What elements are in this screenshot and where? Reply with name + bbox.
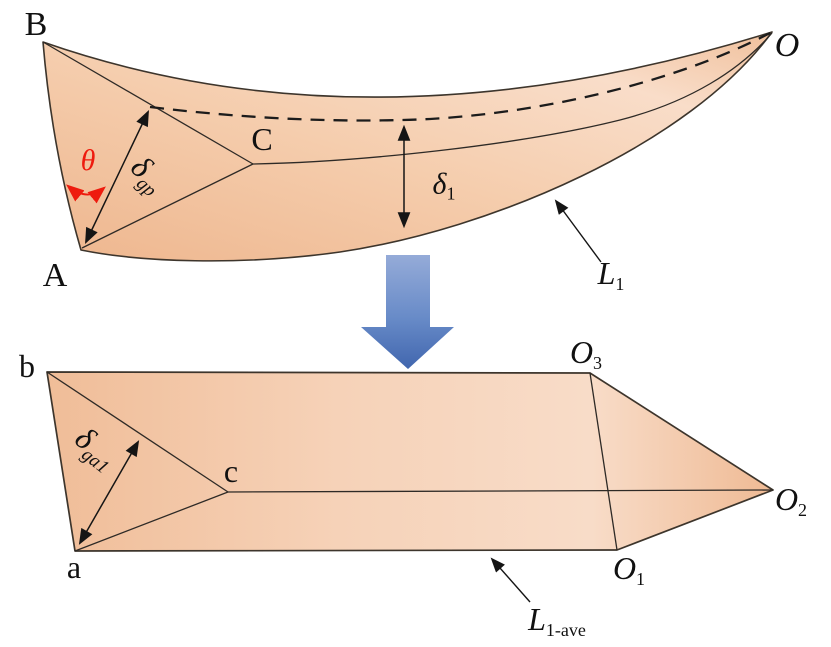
O2-base: O: [774, 481, 799, 517]
L1ave-base: L: [528, 601, 546, 637]
vertex-a-text: a: [66, 549, 82, 585]
vertex-label-A: A: [43, 259, 68, 293]
vertex-C-text: C: [251, 121, 273, 157]
L1-pointer-arrow: [554, 199, 602, 263]
vertex-B-text: B: [24, 6, 48, 43]
vertex-label-O2: O2: [775, 483, 807, 519]
vertex-label-B: B: [25, 8, 48, 42]
theta-symbol: θ: [80, 144, 96, 177]
camber-dashed-line: [149, 31, 771, 122]
delta-1-subscript: 1: [446, 183, 456, 204]
mid-line-c-to-O2: [227, 489, 774, 493]
vertex-label-c: c: [224, 455, 238, 487]
L1-label: L1: [598, 257, 625, 293]
O1-subscript: 1: [636, 569, 646, 589]
vertex-label-O3: O3: [570, 336, 602, 372]
vertex-label-O: O: [775, 29, 800, 63]
delta-gp-double-arrow: [85, 109, 149, 245]
top-blade-outline: [42, 31, 773, 262]
line-O3-to-O1: [589, 372, 618, 551]
L1ave-subscript: 1-ave: [545, 620, 586, 640]
delta-ga1-double-arrow: [78, 440, 140, 545]
edge-B-to-C-line: [42, 41, 254, 165]
theta-angle-label: θ: [81, 146, 96, 176]
vertex-label-O1: O1: [613, 552, 645, 588]
vertex-label-C: C: [251, 123, 272, 155]
down-transform-arrow: [361, 255, 454, 369]
L1-subscript: 1: [615, 274, 625, 294]
vertex-label-b: b: [19, 350, 35, 382]
theta-angle-arc: [66, 184, 106, 204]
vertex-A-text: A: [42, 257, 68, 294]
O2-subscript: 2: [798, 500, 808, 520]
O1-base: O: [612, 550, 637, 586]
vertex-b-text: b: [19, 348, 35, 384]
O3-subscript: 3: [593, 353, 603, 373]
L1-base: L: [597, 255, 616, 291]
vertex-c-text: c: [223, 453, 239, 489]
vertex-O-text: O: [774, 27, 800, 64]
delta-1-label: δ1: [432, 167, 456, 204]
L1ave-pointer-arrow: [490, 557, 531, 603]
edge-b-to-c-line: [46, 371, 229, 493]
O3-base: O: [569, 334, 594, 370]
delta-1-base: δ: [432, 167, 447, 201]
vertex-label-a: a: [67, 551, 81, 583]
L1ave-label: L1-ave: [528, 603, 586, 639]
mid-surface-line-C-to-O: [252, 32, 773, 165]
bottom-polygon-outline: [46, 371, 774, 552]
